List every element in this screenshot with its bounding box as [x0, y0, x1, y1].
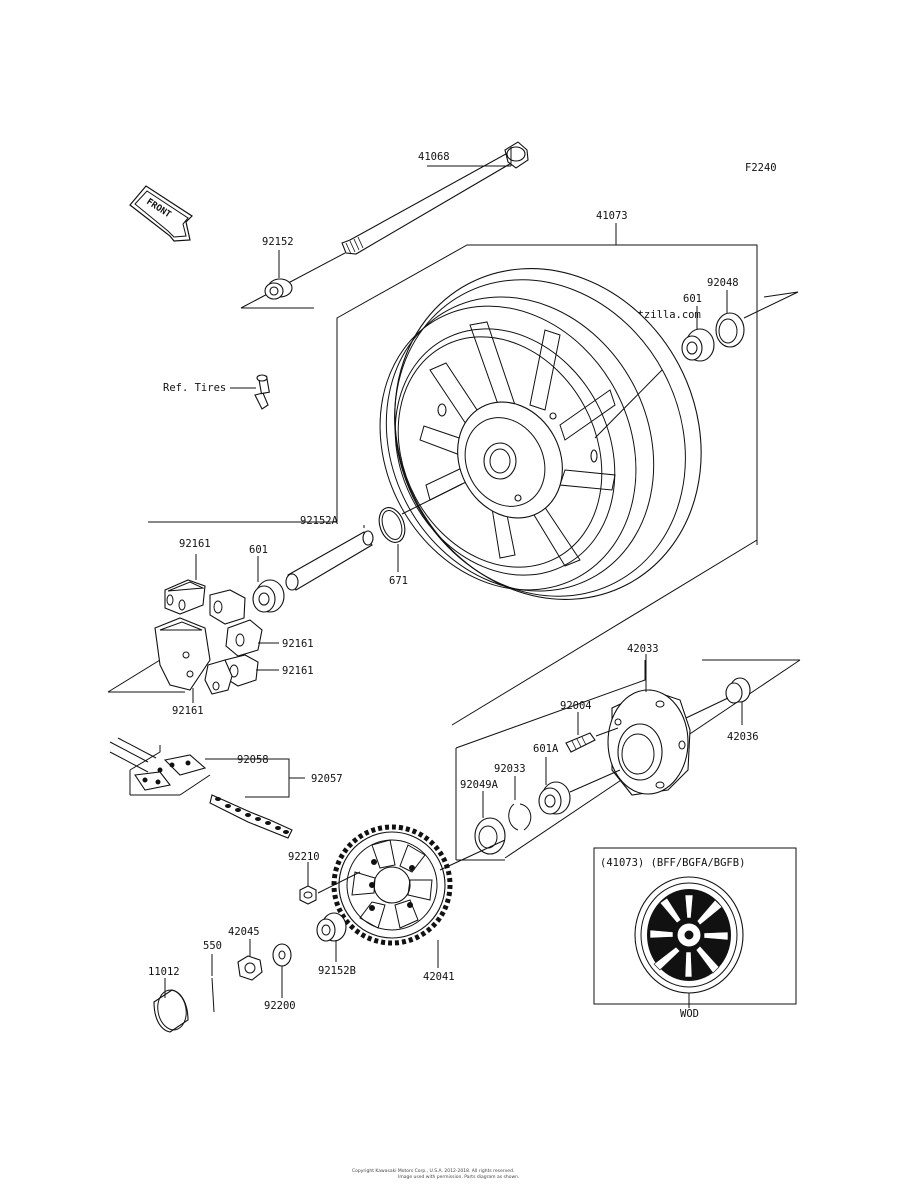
damper-mid [209, 589, 279, 657]
label-wheel: 41073 [596, 210, 628, 222]
label-damper-top: 92161 [179, 538, 211, 550]
oil-seal-right [715, 290, 745, 348]
label-sprocket-nut: 92210 [288, 851, 320, 863]
label-washer: 92200 [264, 1000, 296, 1012]
label-coupling: 42033 [627, 643, 659, 655]
label-cotter-pin: 550 [203, 940, 222, 952]
label-chain-joint: 92058 [237, 754, 269, 766]
oil-seal-coupling [474, 791, 506, 855]
label-bearing-coupling: 601A [533, 743, 559, 755]
axle [240, 141, 529, 309]
rear-wheel [379, 268, 702, 600]
front-arrow-icon: FRONT [129, 185, 193, 242]
label-cap: 11012 [148, 966, 180, 978]
label-damper-bottom: 92161 [172, 705, 204, 717]
coupling-frame [455, 660, 646, 749]
label-coupling-collar: 42036 [727, 731, 759, 743]
sprocket [331, 824, 506, 968]
inset-box: (41073) (BFF/BGFA/BGFB) WOD [593, 847, 797, 1020]
inset-heading: (41073) (BFF/BGFA/BGFB) [600, 857, 745, 869]
axle-nut [237, 939, 263, 981]
label-chain: 92057 [311, 773, 343, 785]
label-stud: 92004 [560, 700, 592, 712]
damper-bottom [192, 659, 233, 703]
label-damper-low: 92161 [282, 665, 314, 677]
stud [565, 712, 619, 753]
collar-long [285, 525, 374, 591]
collar-sprocket [316, 912, 347, 962]
label-valve: Ref. Tires [163, 382, 226, 394]
label-bearing-left: 601 [249, 544, 268, 556]
collar-left [264, 250, 293, 300]
o-ring [378, 483, 463, 572]
label-axle: 41068 [418, 151, 450, 163]
sprocket-nut [299, 862, 361, 905]
bearing-left [252, 556, 285, 613]
coupling [607, 654, 691, 796]
label-damper-mid: 92161 [282, 638, 314, 650]
label-collar-left: 92152 [262, 236, 294, 248]
label-oil-seal-coupling: 92049A [460, 779, 499, 791]
cotter-pin [211, 954, 215, 1013]
chain-joint [134, 754, 236, 791]
label-collar-sprocket: 92152B [318, 965, 356, 977]
tire-valve [230, 374, 270, 410]
damper-top [164, 554, 206, 615]
bearing-coupling [538, 757, 621, 815]
damper-low [224, 654, 279, 687]
label-bearing-right: 601 [683, 293, 702, 305]
circlip [508, 776, 532, 831]
footer-line-1: Copyright Kawasaki Motors Corp., U.S.A. … [352, 1168, 514, 1174]
label-o-ring: 671 [389, 575, 408, 587]
label-oil-seal-right: 92048 [707, 277, 739, 289]
washer [272, 943, 292, 998]
inset-caption: WOD [680, 1008, 699, 1020]
label-collar-long: 92152A [300, 515, 339, 527]
label-sprocket: 42041 [423, 971, 455, 983]
coupling-collar [685, 677, 751, 725]
footer-line-2: Image used with permission. Parts diagra… [398, 1174, 519, 1180]
label-axle-nut: 42045 [228, 926, 260, 938]
bearing-right [681, 306, 715, 362]
chain-frame [129, 745, 161, 771]
figure-code: F2240 [745, 162, 777, 174]
cap [153, 978, 189, 1033]
label-circlip: 92033 [494, 763, 526, 775]
damper-hub-left [154, 617, 211, 691]
chain [209, 758, 305, 839]
